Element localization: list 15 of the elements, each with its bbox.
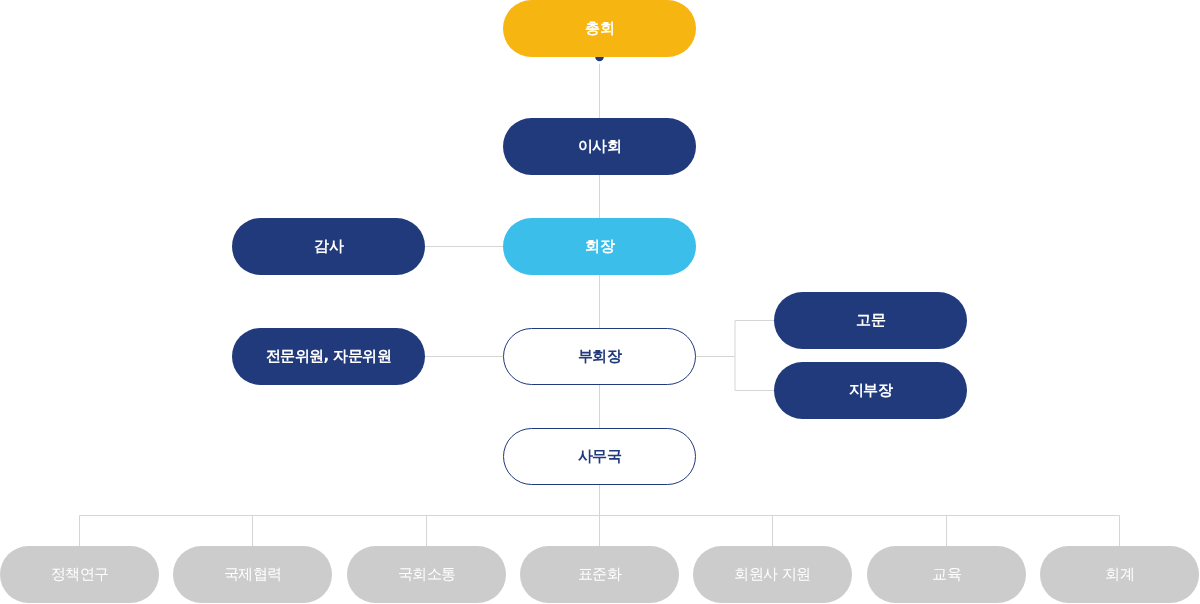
connector-line bbox=[599, 274, 600, 329]
org-box: 회장 bbox=[503, 218, 696, 275]
org-box: 총회 bbox=[503, 0, 696, 57]
org-box: 이사회 bbox=[503, 118, 696, 175]
org-box: 감사 bbox=[232, 218, 425, 275]
connector-line bbox=[599, 384, 600, 429]
connector-line bbox=[424, 246, 504, 247]
connector-line bbox=[695, 356, 775, 391]
org-box: 고문 bbox=[774, 292, 967, 349]
connector-line bbox=[424, 356, 504, 357]
connector-line bbox=[599, 174, 600, 219]
org-box: 전문위원, 자문위원 bbox=[232, 328, 425, 385]
org-box: 지부장 bbox=[774, 362, 967, 419]
org-box: 부회장 bbox=[503, 328, 696, 385]
org-box: 사무국 bbox=[503, 428, 696, 485]
